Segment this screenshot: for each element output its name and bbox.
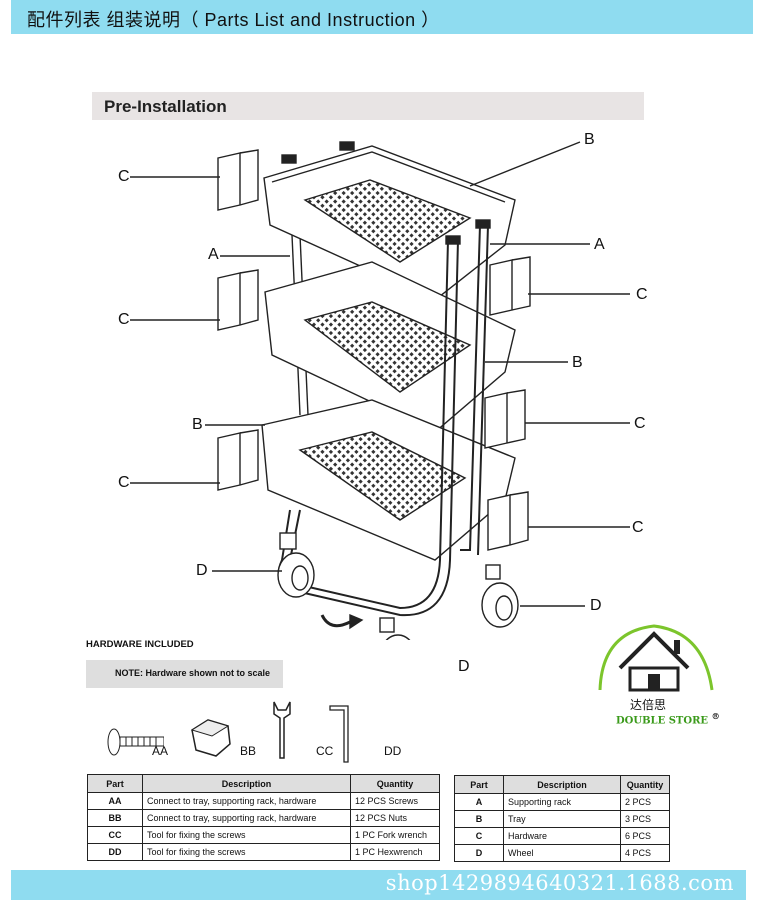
hardware-table: Part Description Quantity AA Connect to … — [87, 774, 440, 861]
table-cell: 12 PCS Nuts — [350, 809, 440, 827]
section-title: Pre-Installation — [104, 97, 227, 116]
label-b-3: B — [572, 354, 583, 371]
label-c-2: C — [118, 311, 130, 328]
label-d-3: D — [458, 658, 470, 675]
parts-table: Part Description Quantity A Supporting r… — [454, 775, 670, 862]
label-c-6: C — [632, 519, 644, 536]
table-cell: DD — [87, 843, 143, 861]
table-header: Quantity — [620, 775, 670, 794]
table-cell: AA — [87, 792, 143, 810]
table-cell: 6 PCS — [620, 827, 670, 845]
table-cell: CC — [87, 826, 143, 844]
table-row: DD Tool for fixing the screws 1 PC Hexwr… — [87, 843, 440, 861]
table-header-row: Part Description Quantity — [454, 775, 670, 794]
logo-brand: DOUBLE STORE — [616, 715, 708, 727]
section-header: Pre-Installation — [92, 92, 644, 120]
table-cell: C — [454, 827, 504, 845]
table-cell: 2 PCS — [620, 793, 670, 811]
table-header: Description — [503, 775, 621, 794]
footer-bar: shop1429894640321.1688.com — [11, 870, 746, 900]
footer-watermark: shop1429894640321.1688.com — [385, 871, 734, 895]
table-header: Quantity — [350, 774, 440, 793]
logo-cn-text: 达倍思 — [630, 698, 667, 712]
label-b-1: B — [192, 416, 203, 433]
tool-label-dd: DD — [384, 744, 402, 758]
table-cell: D — [454, 844, 504, 862]
hardware-note-text: NOTE: Hardware shown not to scale — [115, 668, 271, 678]
cart-diagram — [130, 141, 630, 640]
tool-label-aa: AA — [152, 744, 169, 758]
label-c-1: C — [118, 168, 130, 185]
table-cell: Supporting rack — [503, 793, 621, 811]
table-header: Description — [142, 774, 351, 793]
label-a-2: A — [594, 236, 605, 253]
registered-mark: ® — [711, 711, 720, 721]
table-cell: Hardware — [503, 827, 621, 845]
label-a-1: A — [208, 246, 219, 263]
label-d-1: D — [196, 562, 208, 579]
table-row: CC Tool for fixing the screws 1 PC Fork … — [87, 826, 440, 844]
tool-label-bb: BB — [240, 744, 257, 758]
logo-en-text: DOUBLE STORE ® — [616, 711, 720, 726]
hex-wrench-icon — [329, 705, 349, 763]
label-c-4: C — [636, 286, 648, 303]
table-cell: B — [454, 810, 504, 828]
table-row: C Hardware 6 PCS — [454, 827, 670, 845]
table-cell: Connect to tray, supporting rack, hardwa… — [142, 792, 351, 810]
table-cell: 12 PCS Screws — [350, 792, 440, 810]
header-bar: 配件列表 组装说明（ Parts List and Instruction ） — [11, 0, 753, 34]
hardware-note: NOTE: Hardware shown not to scale — [86, 660, 283, 688]
label-c-5: C — [634, 415, 646, 432]
table-cell: Wheel — [503, 844, 621, 862]
table-row: A Supporting rack 2 PCS — [454, 793, 670, 811]
table-cell: Tool for fixing the screws — [142, 843, 351, 861]
tool-label-cc: CC — [316, 744, 334, 758]
table-row: B Tray 3 PCS — [454, 810, 670, 828]
table-cell: 1 PC Fork wrench — [350, 826, 440, 844]
table-header: Part — [454, 775, 504, 794]
double-store-logo — [598, 624, 714, 692]
fork-wrench-icon — [273, 701, 291, 759]
table-header-row: Part Description Quantity — [87, 774, 440, 793]
table-cell: 4 PCS — [620, 844, 670, 862]
label-d-2: D — [590, 597, 602, 614]
table-cell: 3 PCS — [620, 810, 670, 828]
table-row: BB Connect to tray, supporting rack, har… — [87, 809, 440, 827]
table-cell: A — [454, 793, 504, 811]
table-cell: Tray — [503, 810, 621, 828]
label-c-3: C — [118, 474, 130, 491]
table-row: AA Connect to tray, supporting rack, har… — [87, 792, 440, 810]
nut-icon — [190, 719, 231, 757]
screw-icon — [107, 728, 164, 756]
table-cell: Connect to tray, supporting rack, hardwa… — [142, 809, 351, 827]
table-cell: BB — [87, 809, 143, 827]
table-header: Part — [87, 774, 143, 793]
header-title: 配件列表 组装说明（ Parts List and Instruction ） — [27, 10, 440, 30]
hardware-heading: HARDWARE INCLUDED — [86, 639, 194, 650]
table-cell: 1 PC Hexwrench — [350, 843, 440, 861]
label-b-2: B — [584, 131, 595, 148]
table-cell: Tool for fixing the screws — [142, 826, 351, 844]
table-row: D Wheel 4 PCS — [454, 844, 670, 862]
